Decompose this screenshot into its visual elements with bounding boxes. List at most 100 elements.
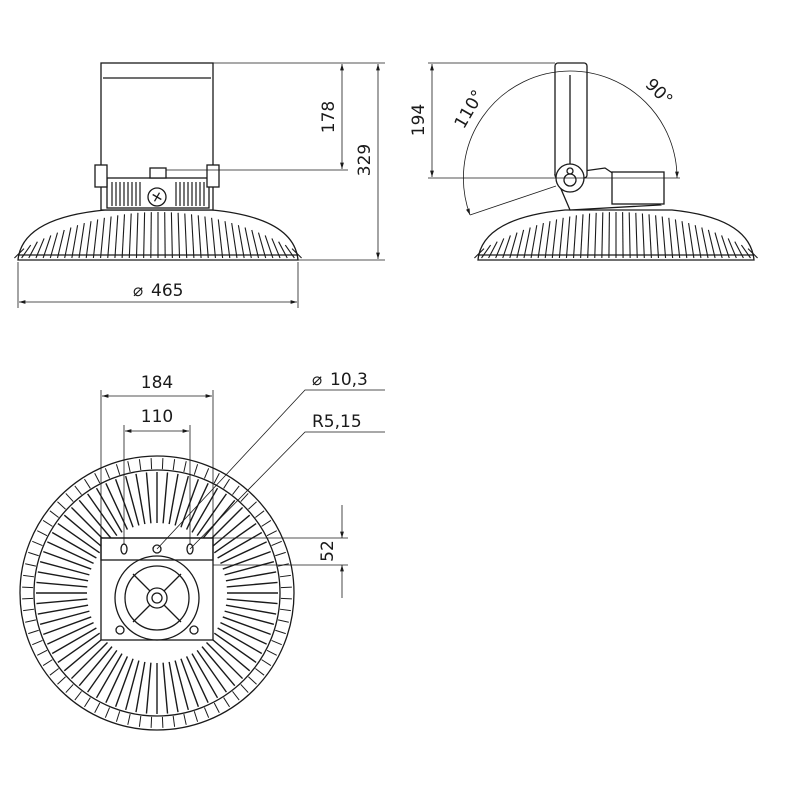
fin — [74, 691, 82, 701]
fin — [204, 216, 209, 259]
diameter-symbol: ⌀ — [133, 281, 143, 301]
fin — [240, 493, 249, 502]
tilt-view: 194 110° 90° — [409, 62, 758, 261]
fin — [225, 571, 277, 582]
side-view: 178 329 ⌀ 465 — [14, 62, 385, 308]
fin — [523, 227, 531, 259]
fin — [125, 475, 140, 526]
fin — [201, 646, 236, 687]
fin — [37, 530, 48, 537]
angle-110-label: 110° — [451, 87, 489, 132]
fin — [185, 656, 209, 703]
fin — [170, 212, 173, 259]
fin — [226, 598, 278, 605]
fin — [104, 468, 111, 479]
fin — [210, 637, 251, 672]
fin — [277, 619, 289, 623]
fin — [587, 213, 591, 259]
fin — [224, 561, 275, 576]
fin — [28, 551, 39, 557]
fin — [125, 660, 140, 711]
fin — [162, 472, 169, 524]
fin — [42, 659, 53, 666]
fin — [714, 232, 723, 259]
fin — [255, 510, 265, 518]
fin — [279, 608, 291, 612]
fin — [232, 691, 240, 701]
fin — [43, 616, 92, 636]
fin — [42, 235, 52, 259]
radial-fins — [22, 458, 292, 728]
fin — [275, 629, 286, 635]
fin — [42, 520, 53, 527]
fin — [248, 676, 257, 685]
fin — [32, 540, 43, 547]
fin — [135, 661, 146, 713]
fin — [558, 217, 564, 259]
fin — [502, 235, 511, 259]
fin — [128, 213, 132, 259]
fin — [217, 219, 224, 259]
fin — [87, 493, 118, 537]
fin — [721, 235, 730, 259]
fin — [572, 215, 577, 259]
fin — [222, 550, 271, 570]
fin — [162, 662, 169, 714]
fin — [193, 711, 199, 722]
fin — [565, 216, 571, 259]
fin — [37, 649, 48, 656]
fin — [261, 659, 272, 666]
slot-radius-label: R5,15 — [312, 412, 362, 432]
fin — [78, 499, 113, 540]
fin — [57, 501, 66, 510]
fin — [115, 464, 121, 475]
fin — [168, 473, 179, 525]
fin — [224, 221, 231, 259]
fin — [213, 632, 257, 663]
fin — [284, 244, 295, 259]
fin — [196, 493, 227, 537]
fin — [21, 244, 32, 259]
fin — [63, 514, 104, 549]
fin — [47, 541, 94, 565]
fin — [172, 459, 176, 471]
fin — [183, 461, 187, 473]
fin — [231, 223, 238, 259]
fin — [203, 707, 210, 718]
fin — [180, 658, 200, 707]
fin — [100, 217, 105, 259]
dim-465-label: 465 — [151, 281, 183, 301]
fin — [95, 653, 123, 699]
fin — [694, 225, 702, 259]
heatsink-outline — [477, 209, 755, 261]
fin — [261, 520, 272, 527]
fin — [104, 707, 111, 718]
fin — [237, 225, 245, 259]
fin — [127, 461, 131, 473]
fin — [594, 212, 597, 259]
fin — [530, 225, 538, 259]
fin — [222, 616, 271, 636]
angle-90-label: 90° — [641, 75, 676, 110]
fin — [138, 459, 142, 471]
fin — [648, 214, 652, 259]
fin — [51, 531, 97, 559]
fin — [190, 214, 195, 259]
fin — [271, 540, 282, 547]
fin — [271, 639, 282, 646]
fin — [43, 550, 92, 570]
fin — [64, 227, 72, 259]
leader-hole — [156, 389, 385, 550]
fin — [257, 232, 267, 259]
fin — [135, 212, 139, 259]
fin — [213, 473, 220, 484]
fin — [681, 221, 688, 259]
fin — [225, 604, 277, 615]
fin — [183, 713, 187, 725]
fin — [138, 715, 142, 727]
fin — [168, 661, 179, 713]
hole-diameter-label: 10,3 — [330, 370, 368, 390]
fin — [206, 642, 244, 680]
fin — [275, 551, 286, 557]
